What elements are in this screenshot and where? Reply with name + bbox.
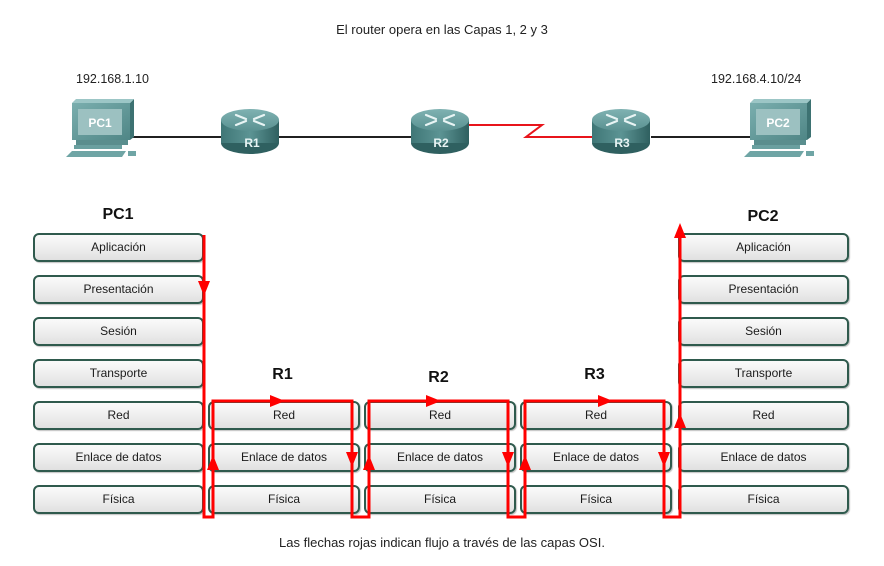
r2-layer-fisica: Física <box>364 485 516 514</box>
pc1-icon-label: PC1 <box>88 116 112 130</box>
r1-layer-red: Red <box>208 401 360 430</box>
router-r2-label: R2 <box>433 136 449 150</box>
pc2-layer-enlace: Enlace de datos <box>678 443 849 472</box>
pc2-icon: PC2 <box>744 99 814 157</box>
stack-title-r1: R1 <box>272 366 293 383</box>
pc1-icon: PC1 <box>66 99 136 157</box>
r1-layer-fisica: Física <box>208 485 360 514</box>
pc1-layer-presentacion: Presentación <box>33 275 204 304</box>
link-r2-r3-serial <box>468 124 600 138</box>
router-r2-icon: R2 <box>411 109 469 154</box>
pc2-layer-presentacion: Presentación <box>678 275 849 304</box>
diagram-title: El router opera en las Capas 1, 2 y 3 <box>336 22 548 37</box>
pc1-layer-enlace: Enlace de datos <box>33 443 204 472</box>
pc1-layer-aplicacion: Aplicación <box>33 233 204 262</box>
pc2-layer-fisica: Física <box>678 485 849 514</box>
pc2-layer-transporte: Transporte <box>678 359 849 388</box>
pc1-ip-label: 192.168.1.10 <box>76 72 149 86</box>
stack-title-r3: R3 <box>584 366 605 383</box>
r3-layer-enlace: Enlace de datos <box>520 443 672 472</box>
router-r1-label: R1 <box>244 136 260 150</box>
r2-layer-enlace: Enlace de datos <box>364 443 516 472</box>
stack-title-r2: R2 <box>428 369 449 386</box>
pc2-layer-aplicacion: Aplicación <box>678 233 849 262</box>
pc1-layer-sesion: Sesión <box>33 317 204 346</box>
r3-layer-red: Red <box>520 401 672 430</box>
pc2-layer-sesion: Sesión <box>678 317 849 346</box>
pc2-icon-label: PC2 <box>766 116 790 130</box>
r3-layer-fisica: Física <box>520 485 672 514</box>
router-r1-icon: R1 <box>221 109 279 154</box>
router-r3-label: R3 <box>614 136 630 150</box>
pc1-layer-red: Red <box>33 401 204 430</box>
network-topology: PC1 R1 R2 R3 PC2 <box>66 99 814 157</box>
r2-layer-red: Red <box>364 401 516 430</box>
stack-title-pc1: PC1 <box>102 206 134 223</box>
pc2-layer-red: Red <box>678 401 849 430</box>
router-r3-icon: R3 <box>592 109 650 154</box>
pc2-ip-label: 192.168.4.10/24 <box>711 72 802 86</box>
stack-title-pc2: PC2 <box>747 208 779 225</box>
diagram-caption: Las flechas rojas indican flujo a través… <box>279 535 605 550</box>
pc1-layer-fisica: Física <box>33 485 204 514</box>
pc1-layer-transporte: Transporte <box>33 359 204 388</box>
r1-layer-enlace: Enlace de datos <box>208 443 360 472</box>
